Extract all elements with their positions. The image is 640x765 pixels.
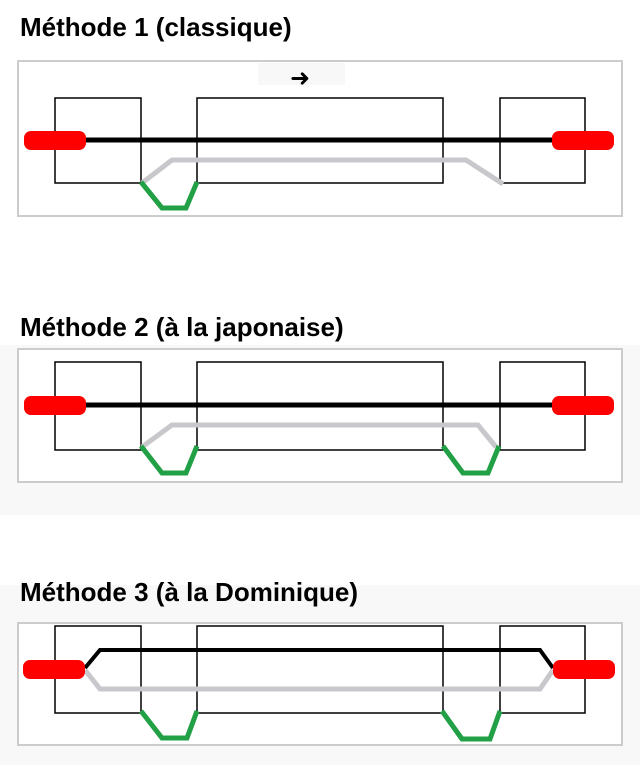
direction-arrow-icon: ➜ (290, 64, 310, 92)
arrow-background (258, 63, 345, 85)
method-2-title: Méthode 2 (à la japonaise) (20, 312, 344, 342)
platform-box-middle (196, 625, 444, 714)
method-1-title: Méthode 1 (classique) (20, 12, 292, 42)
crossover-left (139, 709, 200, 741)
buffer-right (552, 131, 614, 150)
crossover-right (439, 709, 503, 742)
panel-frame (17, 348, 623, 483)
crossover-left (139, 180, 200, 211)
crossover-left (139, 444, 200, 476)
side-track (140, 422, 498, 450)
method-3-diagram (17, 622, 623, 746)
side-track (140, 157, 505, 187)
method-1-diagram (17, 60, 623, 217)
main-track (83, 648, 555, 670)
panel-frame (17, 622, 623, 746)
method-2-diagram (17, 348, 623, 483)
method-3-title: Méthode 3 (à la Dominique) (20, 577, 359, 607)
buffer-left (23, 660, 85, 679)
side-track (83, 668, 556, 692)
buffer-left (24, 131, 86, 150)
crossover-right (440, 444, 502, 476)
buffer-left (24, 396, 86, 415)
buffer-right (553, 660, 615, 679)
buffer-right (552, 396, 614, 415)
